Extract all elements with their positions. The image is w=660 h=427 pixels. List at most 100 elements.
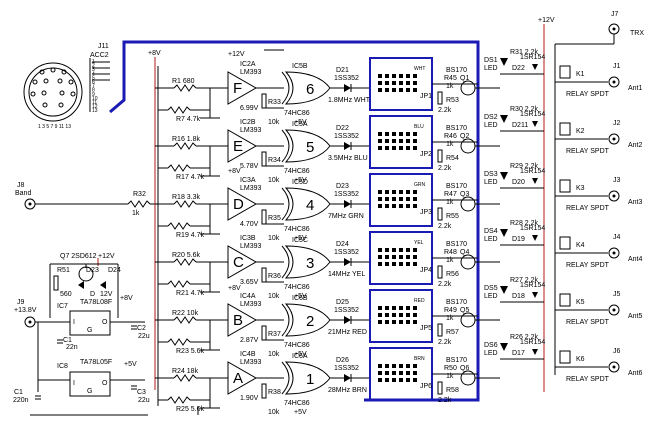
comparator-rbot: R23 5.6k <box>176 348 205 355</box>
led-ref: DS1 <box>484 57 498 64</box>
xor-diode-ref: D25 <box>336 299 349 306</box>
xor-number: 1 <box>306 371 314 388</box>
xor-diode-part: 1SS352 <box>334 75 359 82</box>
acc2-ref: J11 <box>98 43 109 50</box>
transistor-gate-resistor: R45 <box>444 75 457 82</box>
relay-diode-part: 1SR154 <box>520 339 545 346</box>
c2-value: 22u <box>138 333 150 340</box>
relay-type: RELAY SPDT <box>566 91 610 98</box>
transistor-ref: Q5 <box>460 307 469 314</box>
xor-part: 74HC86 <box>284 226 310 233</box>
comparator-threshold-voltage: 3.65V <box>240 279 259 286</box>
rail-12v-top: +12V <box>538 17 555 24</box>
comparator-letter: C <box>233 254 244 271</box>
data-bus <box>92 40 480 402</box>
xor-diode-ref: D21 <box>336 67 349 74</box>
xor-part: 74HC86 <box>284 284 310 291</box>
xor-ref: IC6A <box>292 353 308 360</box>
relay-ref: K6 <box>576 356 585 363</box>
jumper-color: RED <box>414 298 425 304</box>
xor-diode-part: 1SS352 <box>334 133 359 140</box>
xor-diode-ref: D24 <box>336 241 349 248</box>
output-ref: J5 <box>613 291 621 298</box>
comparator-ref: IC3A <box>240 177 256 184</box>
transistor-gate-resistor-value: 1k <box>446 257 454 264</box>
ic7-pin-o: O <box>102 319 108 326</box>
ic8-part: TA78L05F <box>80 359 112 366</box>
xor-number: 5 <box>306 139 314 156</box>
xor-pullup-ref: R35 <box>268 215 281 222</box>
transistor-pulldown-resistor-value: 2.2k <box>438 281 452 288</box>
relay-diode-ref: D19 <box>512 236 525 243</box>
rail-8v-label-2: +8V <box>228 168 241 175</box>
output-ref: J1 <box>613 63 621 70</box>
jumper-ref: JP6 <box>420 383 432 390</box>
c2-ref: C2 <box>137 325 146 332</box>
acc2-pin-number: 3 <box>92 67 95 73</box>
transistor-part: BS170 <box>446 125 467 132</box>
transistor-pulldown-resistor-value: 2.2k <box>438 339 452 346</box>
led-resistor: R26 2.2k <box>510 334 539 341</box>
relay-ref: K2 <box>576 128 585 135</box>
transistor-ref: Q3 <box>460 191 469 198</box>
xor-diode-part: 1SS352 <box>334 307 359 314</box>
transistor-gate-resistor-value: 1k <box>446 83 454 90</box>
ic8-pin-g: G <box>87 388 92 395</box>
xor-pullup-ref: R34 <box>268 157 281 164</box>
ic8-ref: IC8 <box>57 363 68 370</box>
rail-5v-ic8: +5V <box>124 361 137 368</box>
xor-number: 4 <box>306 197 314 214</box>
rail-12v-label: +12V <box>228 51 245 58</box>
comparator-ref: IC3B <box>240 235 256 242</box>
r32-ref: R32 <box>133 191 146 198</box>
xor-pullup-ref: R33 <box>268 99 281 106</box>
relay-diode-ref: D20 <box>512 179 525 186</box>
d-ref: D <box>90 291 95 298</box>
output-name: Ant3 <box>628 199 643 206</box>
led-resistor: R27 2.2k <box>510 277 539 284</box>
acc2-pin-number: 6 <box>92 80 95 86</box>
j7-name: TRX <box>630 30 644 37</box>
led-resistor: R29 2.2k <box>510 163 539 170</box>
transistor-ref: Q1 <box>460 75 469 82</box>
comparator-rtop: R18 3.3k <box>172 194 201 201</box>
acc2-pin-number: 9 <box>92 92 95 98</box>
relay-diode-ref: D22 <box>512 65 525 72</box>
r32-value: 1k <box>132 210 140 217</box>
comparator-rbot: R21 4.7k <box>176 290 205 297</box>
transistor-pulldown-resistor: R55 <box>446 213 459 220</box>
acc2-pin-number: 2 <box>92 63 95 69</box>
comparator-rtop: R16 1.8k <box>172 136 201 143</box>
xor-band-label: 21MHz RED <box>328 329 367 336</box>
transistor-part: BS170 <box>446 183 467 190</box>
acc2-pin-number: 8 <box>92 88 95 94</box>
transistor-gate-resistor-value: 1k <box>446 373 454 380</box>
xor-rail-5v: +5V <box>294 293 307 300</box>
comparator-letter: E <box>233 138 243 155</box>
led-label: LED <box>484 350 498 357</box>
comparator-rtop: R24 18k <box>172 368 199 375</box>
xor-diode-part: 1SS352 <box>334 365 359 372</box>
transistor-gate-resistor-value: 1k <box>446 199 454 206</box>
xor-part: 74HC86 <box>284 400 310 407</box>
acc2-pin-dots <box>30 67 76 108</box>
relay-diode-ref: D17 <box>512 350 525 357</box>
xor-rail-5v: +5V <box>294 409 307 416</box>
relay-diode-ref: D211 <box>512 122 528 129</box>
transistor-gate-resistor: R50 <box>444 365 457 372</box>
ic8-pin-o: O <box>102 380 108 387</box>
relay-ref: K3 <box>576 185 585 192</box>
xor-pullup-value: 10k <box>268 235 280 242</box>
xor-part: 74HC86 <box>284 110 310 117</box>
c1-value: 22n <box>66 344 78 351</box>
relay-ref: K5 <box>576 299 585 306</box>
